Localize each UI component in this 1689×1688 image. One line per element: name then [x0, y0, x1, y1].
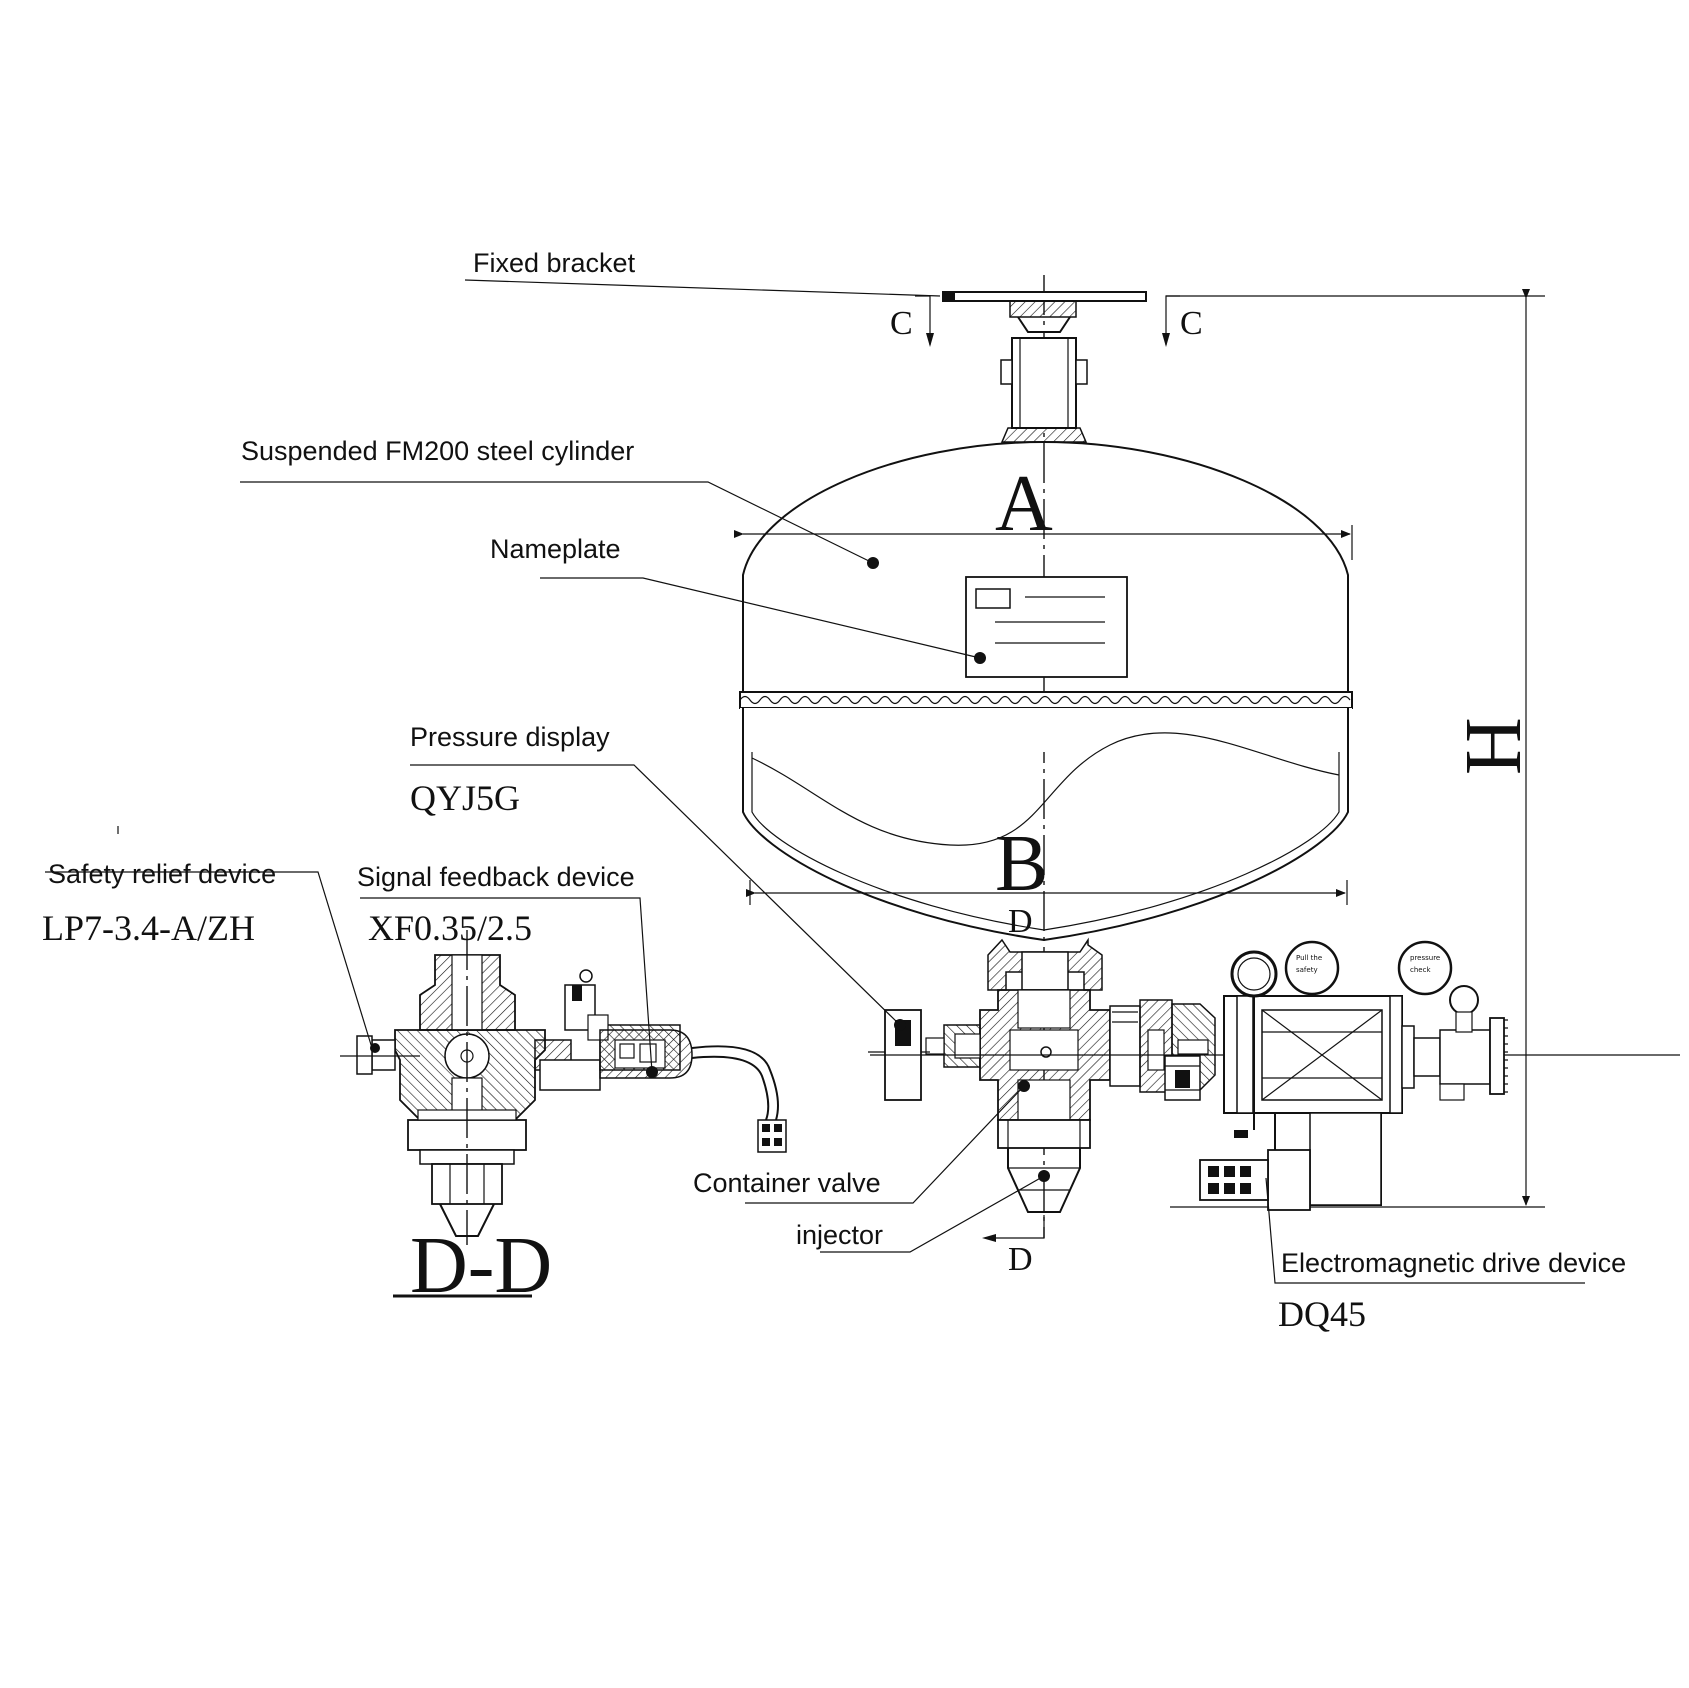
- leader-lines: [45, 279, 1585, 1284]
- svg-text:check: check: [1410, 966, 1431, 974]
- label-container-valve: Container valve: [693, 1168, 881, 1198]
- model-signal-feedback: XF0.35/2.5: [368, 908, 532, 948]
- model-electromagnetic-drive: DQ45: [1278, 1294, 1366, 1334]
- svg-text:A: A: [995, 460, 1053, 548]
- dimension-h: H: [1166, 289, 1545, 1208]
- label-pressure-display: Pressure display: [410, 722, 610, 752]
- svg-text:C: C: [1180, 305, 1203, 342]
- label-injector: injector: [796, 1220, 883, 1250]
- section-c-marker-right: C: [1162, 295, 1203, 347]
- steel-cylinder: [739, 440, 1353, 942]
- nameplate: [965, 576, 1128, 678]
- svg-text:C: C: [890, 305, 913, 342]
- label-safety-relief: Safety relief device: [48, 859, 276, 889]
- svg-text:D: D: [1008, 903, 1033, 940]
- svg-text:safety: safety: [1296, 966, 1318, 974]
- section-title: D-D: [393, 1222, 552, 1310]
- label-cylinder: Suspended FM200 steel cylinder: [241, 436, 634, 466]
- section-d-marker-top: D: [1008, 903, 1033, 940]
- model-pressure-display: QYJ5G: [410, 778, 520, 818]
- model-safety-relief: LP7-3.4-A/ZH: [42, 908, 255, 948]
- dimension-b: B: [746, 820, 1348, 908]
- svg-text:B: B: [995, 820, 1048, 908]
- fixed-bracket: [942, 291, 1147, 443]
- label-fixed-bracket: Fixed bracket: [473, 248, 636, 278]
- svg-text:Pull the: Pull the: [1296, 954, 1322, 962]
- section-d-d-view: [340, 930, 787, 1245]
- label-electromagnetic-drive: Electromagnetic drive device: [1281, 1248, 1626, 1278]
- electromagnetic-drive: Pull the safety pressure check: [1199, 940, 1508, 1211]
- label-signal-feedback: Signal feedback device: [357, 862, 635, 892]
- dimension-a: A: [734, 460, 1353, 560]
- container-valve-body: [868, 937, 1680, 1213]
- svg-text:D: D: [1008, 1241, 1033, 1278]
- section-c-marker-left: C: [890, 295, 934, 347]
- svg-text:H: H: [1450, 717, 1538, 775]
- label-nameplate: Nameplate: [490, 534, 621, 564]
- section-d-marker-bottom: D: [982, 1215, 1045, 1278]
- svg-text:pressure: pressure: [1410, 954, 1440, 962]
